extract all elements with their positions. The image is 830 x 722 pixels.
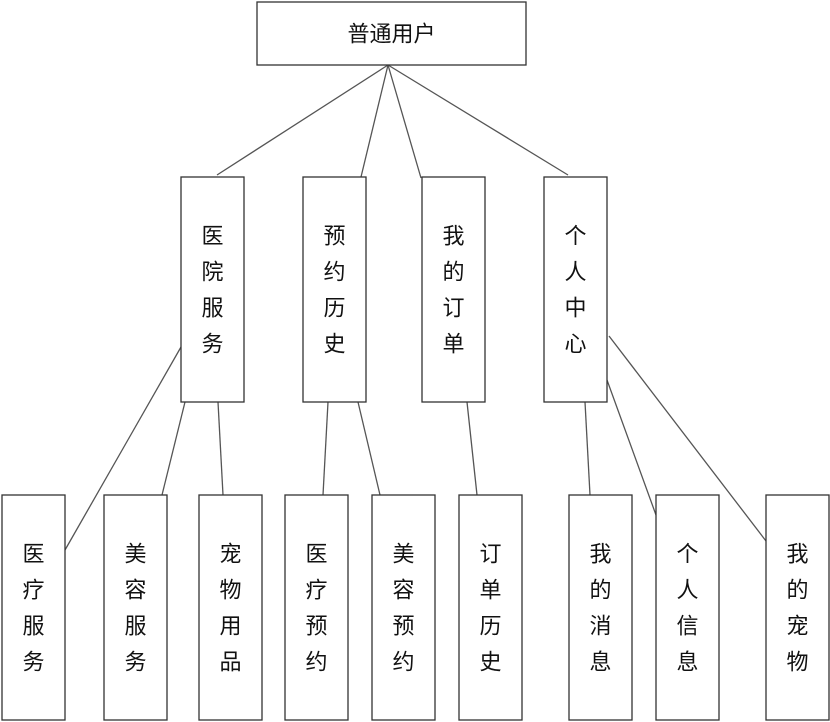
- node-personal-info-label: 个人信息: [676, 542, 698, 675]
- node-my-pets: 我的宠物: [765, 494, 830, 721]
- node-center-box: [543, 176, 608, 403]
- node-medical-appointment-box: [284, 494, 349, 721]
- root-node-box: [256, 1, 527, 66]
- node-beauty-service-label: 美容服务: [124, 542, 146, 675]
- node-pet-supplies-label: 宠物用品: [219, 542, 241, 675]
- connector-line: [64, 346, 182, 551]
- node-my-messages: 我的消息: [568, 494, 633, 721]
- node-beauty-appointment-box: [371, 494, 436, 721]
- node-orders-label: 我的订单: [442, 224, 464, 357]
- node-my-pets-label: 我的宠物: [786, 542, 808, 675]
- connector-line: [387, 64, 569, 176]
- connector-line: [217, 401, 224, 496]
- node-medical-appointment: 医疗预约: [284, 494, 349, 721]
- connector-line: [387, 64, 422, 179]
- node-beauty-appointment-label: 美容预约: [392, 542, 414, 675]
- node-medical-service-box: [1, 494, 66, 721]
- node-pet-supplies-box: [198, 494, 263, 721]
- node-center-label: 个人中心: [564, 224, 586, 357]
- node-beauty-appointment: 美容预约: [371, 494, 436, 721]
- node-center: 个人中心: [543, 176, 608, 403]
- node-hospital: 医院服务: [180, 176, 245, 403]
- connector-line: [608, 335, 767, 542]
- connector-line: [360, 64, 389, 178]
- node-beauty-service-box: [103, 494, 168, 721]
- root-node-label: 普通用户: [347, 22, 435, 47]
- connector-line: [161, 401, 186, 496]
- connector-lines: [64, 64, 767, 551]
- node-orders: 我的订单: [421, 176, 486, 403]
- node-my-pets-box: [765, 494, 830, 721]
- connector-line: [357, 401, 381, 496]
- node-history-label: 预约历史: [323, 224, 345, 357]
- node-my-messages-box: [568, 494, 633, 721]
- node-medical-service-label: 医疗服务: [22, 542, 44, 675]
- root-node: 普通用户: [256, 1, 527, 66]
- node-history-box: [302, 176, 367, 403]
- node-personal-info: 个人信息: [655, 494, 720, 721]
- connector-line: [606, 379, 657, 516]
- node-my-messages-label: 我的消息: [589, 542, 611, 675]
- node-orders-box: [421, 176, 486, 403]
- node-beauty-service: 美容服务: [103, 494, 168, 721]
- node-medical-appointment-label: 医疗预约: [305, 542, 327, 675]
- node-hospital-label: 医院服务: [201, 224, 223, 357]
- node-pet-supplies: 宠物用品: [198, 494, 263, 721]
- node-medical-service: 医疗服务: [1, 494, 66, 721]
- connector-line: [322, 401, 329, 496]
- node-history: 预约历史: [302, 176, 367, 403]
- connector-line: [216, 64, 389, 176]
- node-personal-info-box: [655, 494, 720, 721]
- node-order-history-label: 订单历史: [479, 542, 501, 675]
- connector-line: [584, 401, 591, 496]
- connector-line: [466, 401, 478, 496]
- node-order-history: 订单历史: [458, 494, 523, 721]
- node-order-history-box: [458, 494, 523, 721]
- node-hospital-box: [180, 176, 245, 403]
